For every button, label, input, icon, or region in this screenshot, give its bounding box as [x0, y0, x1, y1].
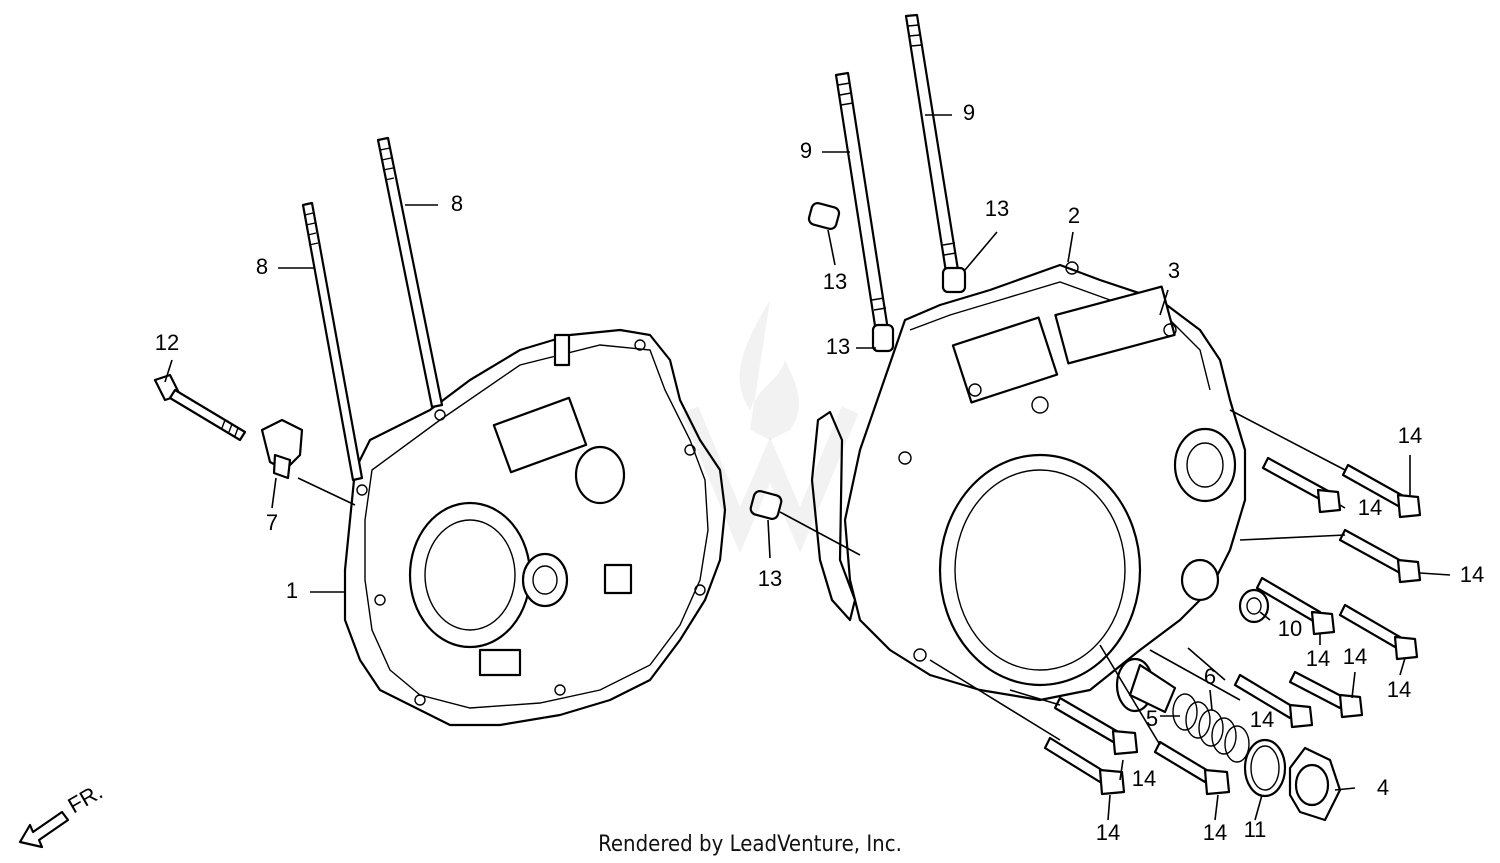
callout-9-left: 9 — [800, 138, 812, 163]
left-crankcase — [343, 328, 727, 727]
callout-8-right: 8 — [451, 191, 463, 216]
bolts-14 — [1043, 456, 1422, 796]
callout-14-e: 14 — [1343, 644, 1367, 669]
oil-strainer-parts — [1115, 588, 1342, 822]
callout-14-h: 14 — [1132, 766, 1156, 791]
right-crankcase — [843, 261, 1247, 702]
callout-13-top: 13 — [823, 269, 847, 294]
gasket — [810, 410, 857, 622]
callout-labels: 12 8 8 7 1 9 9 13 13 13 13 2 3 14 14 14 … — [155, 100, 1484, 845]
callout-13-mid-right: 13 — [985, 196, 1009, 221]
watermark-logo — [681, 300, 859, 554]
callout-14-b: 14 — [1358, 495, 1382, 520]
front-marker-label: FR. — [64, 779, 107, 818]
callout-14-d: 14 — [1306, 646, 1330, 671]
callout-4: 4 — [1377, 775, 1389, 800]
callout-13-mid-left: 13 — [826, 334, 850, 359]
callout-3: 3 — [1168, 258, 1180, 283]
stud-bolt-8-right — [376, 136, 444, 409]
footer-credit: Rendered by LeadVenture, Inc. — [598, 832, 902, 857]
callout-5: 5 — [1146, 706, 1158, 731]
bolt-12 — [153, 373, 247, 442]
leader-lines — [164, 114, 1451, 821]
dowel-pin-13-bottom — [749, 490, 783, 520]
stud-bolt-8-left — [301, 201, 364, 482]
dowel-pin-13-mid-right — [941, 266, 967, 294]
bracket-7 — [260, 418, 304, 480]
dowel-pin-13-mid-left — [871, 323, 895, 353]
callout-2: 2 — [1068, 203, 1080, 228]
callout-14-j: 14 — [1203, 820, 1227, 845]
callout-9-right: 9 — [963, 100, 975, 125]
callout-1: 1 — [286, 578, 298, 603]
callout-11: 11 — [1244, 817, 1267, 842]
callout-7: 7 — [266, 510, 278, 535]
callout-12: 12 — [155, 330, 179, 355]
stud-bolt-9-right — [904, 13, 960, 274]
dowel-pin-13-top — [807, 201, 841, 231]
callout-14-g: 14 — [1250, 707, 1274, 732]
callout-14-f: 14 — [1387, 677, 1411, 702]
callout-14-i: 14 — [1096, 820, 1120, 845]
callout-14-a: 14 — [1398, 423, 1422, 448]
callout-14-c: 14 — [1460, 562, 1484, 587]
callout-6: 6 — [1204, 664, 1216, 689]
callout-10: 10 — [1278, 616, 1302, 641]
callout-8-left: 8 — [256, 254, 268, 279]
callout-13-bottom: 13 — [758, 566, 782, 591]
